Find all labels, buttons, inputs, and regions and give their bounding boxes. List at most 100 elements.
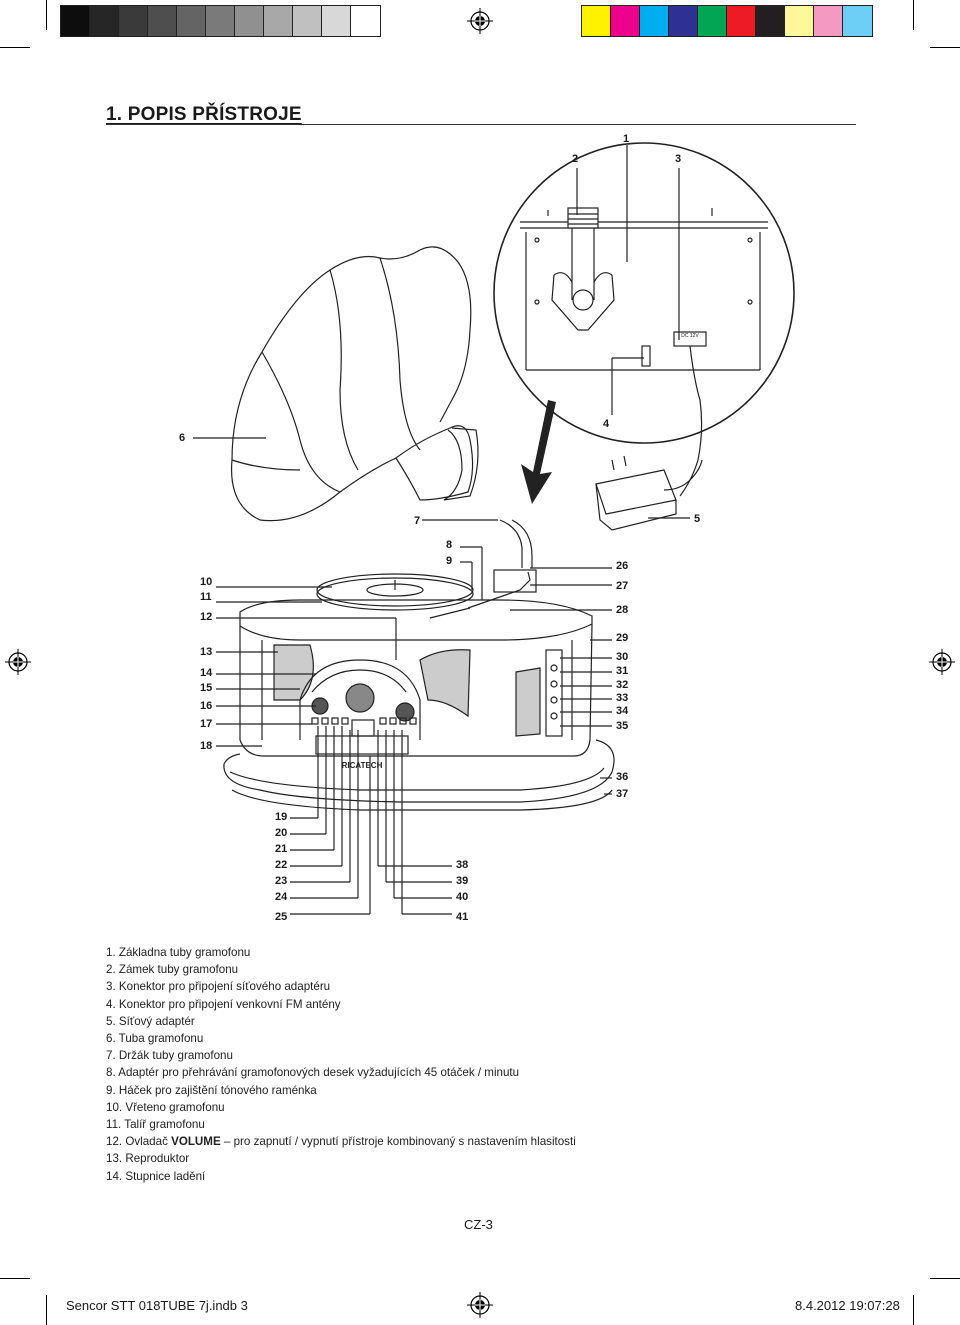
color-swatch [292,5,323,37]
callout-number: 24 [275,891,288,903]
color-swatch [205,5,236,37]
callout-number: 7 [414,515,421,527]
callout-number: 28 [616,604,629,616]
list-item: 10. Vřeteno gramofonu [106,1100,225,1114]
crop-mark [46,0,47,30]
title-rule [106,124,856,125]
callout-number: 4 [603,418,610,430]
callout-number: 22 [275,859,288,871]
list-item: 7. Držák tuby gramofonu [106,1049,233,1063]
callout-number: 10 [200,576,213,588]
callout-number: 36 [616,771,629,783]
callout-number: 19 [275,811,288,823]
callout-number: 31 [616,665,629,677]
crop-mark [930,1278,960,1279]
crop-mark [46,1295,47,1325]
callout-number: 41 [456,911,469,923]
list-item: 3. Konektor pro připojení síťového adapt… [106,980,331,994]
callout-number: 11 [200,591,212,603]
callout-number: 20 [275,827,288,839]
color-swatch [842,5,873,37]
callout-number: 29 [616,632,629,644]
color-swatch [668,5,699,37]
detail-inset-circle [493,142,795,444]
callout-number: 15 [200,682,213,694]
callout-number: 18 [200,740,213,752]
color-swatch [89,5,120,37]
color-swatch [784,5,815,37]
crop-mark [0,1278,30,1279]
registration-mark-icon [5,649,31,675]
crop-mark [930,47,960,48]
callout-number: 8 [446,539,453,551]
direction-arrow-icon [521,400,556,504]
color-swatch [60,5,91,37]
crop-mark [0,47,30,48]
list-item: 6. Tuba gramofonu [106,1032,204,1046]
callout-number: 6 [179,432,186,444]
list-item: 4. Konektor pro připojení venkovní FM an… [106,997,341,1011]
callout-number: 23 [275,875,288,887]
callout-number: 27 [616,580,629,592]
page-title: 1. POPIS PŘÍSTROJE [106,104,302,125]
list-item: 13. Reproduktor [106,1152,190,1166]
callout-number: 3 [675,153,682,165]
horn-drawing [230,246,533,568]
callout-number: 37 [616,788,629,800]
list-item: 12. Ovladač VOLUME – pro zapnutí / vypnu… [106,1135,576,1149]
page-number: CZ-3 [464,1217,493,1232]
list-item: 2. Zámek tuby gramofonu [106,963,239,977]
callout-number: 14 [200,667,213,679]
callout-number: 9 [446,555,453,567]
callout-number: 2 [572,153,579,165]
dc-jack-label: DC 12V [681,333,699,339]
color-swatch [234,5,265,37]
crop-mark [913,0,914,30]
callout-number: 17 [200,718,213,730]
color-swatch [697,5,728,37]
callout-number: 34 [616,705,629,717]
list-item: 8. Adaptér pro přehrávání gramofonových … [106,1066,520,1080]
footer-timestamp: 8.4.2012 19:07:28 [795,1298,900,1313]
color-swatch [610,5,641,37]
crop-mark [913,1295,914,1325]
color-swatch [176,5,207,37]
footer-file-info: Sencor STT 018TUBE 7j.indb 3 [66,1298,248,1313]
color-swatch [813,5,844,37]
list-item: 11. Talíř gramofonu [106,1118,205,1132]
power-adapter-drawing [595,455,703,531]
list-item: 9. Háček pro zajištění tónového raménka [106,1083,317,1097]
callout-number: 33 [616,692,629,704]
callout-number: 1 [623,133,630,145]
color-swatch [118,5,149,37]
callout-number: 38 [456,859,469,871]
callout-number: 40 [456,891,469,903]
callout-number: 5 [694,513,701,525]
brand-logo-text: RICATECH [342,761,383,770]
color-swatch [321,5,352,37]
callout-number: 26 [616,560,629,572]
list-item: 1. Základna tuby gramofonu [106,946,251,959]
callout-number: 32 [616,679,629,691]
cabinet-drawing [223,569,615,811]
color-swatch [755,5,786,37]
list-item: 14. Stupnice ladění [106,1169,206,1183]
color-swatch [639,5,670,37]
callout-number: 16 [200,700,213,712]
color-swatch [263,5,294,37]
callout-number: 21 [275,843,288,855]
gramophone-illustration: RICATECH DC 12V [193,142,795,915]
color-swatch [350,5,381,37]
callout-number: 35 [616,720,629,732]
callout-number: 13 [200,646,213,658]
callout-number: 39 [456,875,469,887]
color-swatch [147,5,178,37]
registration-mark-icon [467,8,493,34]
registration-mark-icon [929,649,955,675]
parts-description-list: 1. Základna tuby gramofonu 2. Zámek tuby … [106,944,576,1185]
inset-cabinet-back [520,207,768,497]
color-swatch [581,5,612,37]
color-swatch [726,5,757,37]
callout-number: 25 [275,911,288,923]
callout-number: 12 [200,611,213,623]
